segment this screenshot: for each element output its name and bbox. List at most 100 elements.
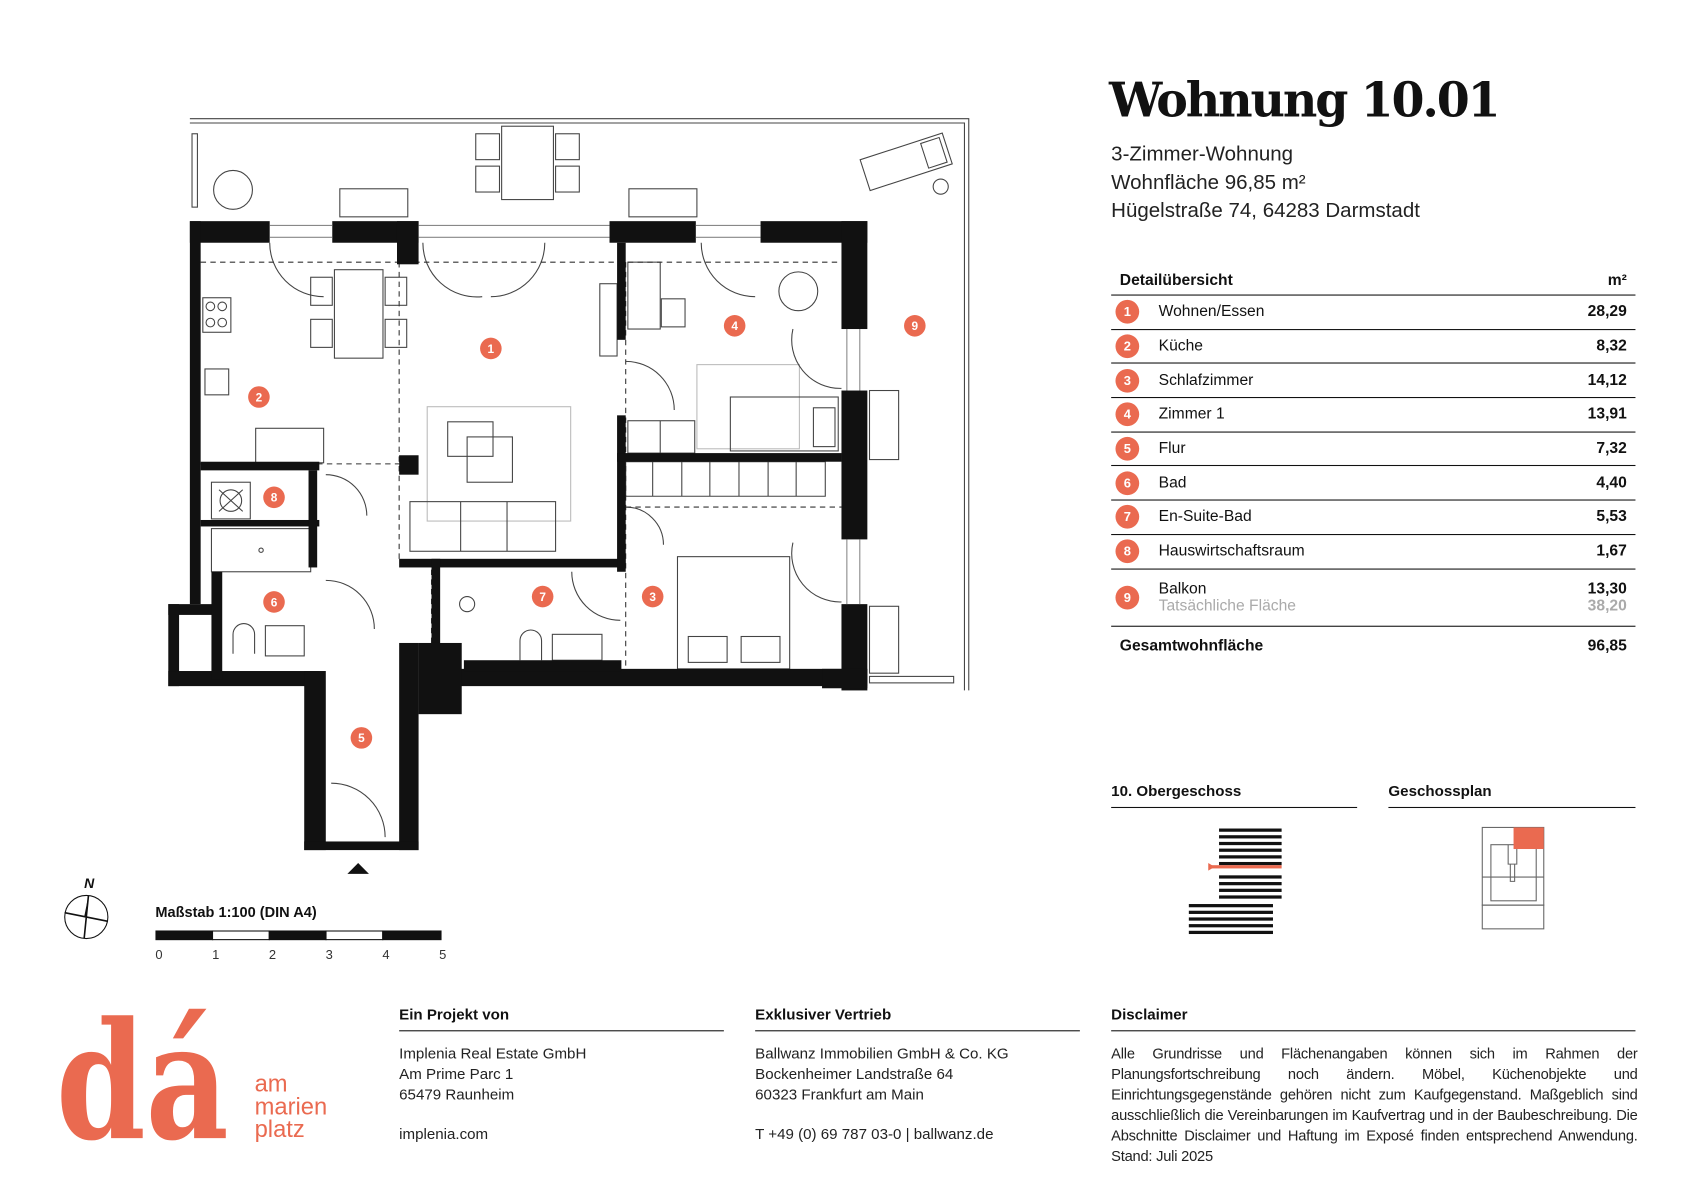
- room-area: 14,12: [1587, 371, 1627, 390]
- logo-word: marien: [254, 1092, 328, 1120]
- room-name: Schlafzimmer: [1158, 371, 1254, 390]
- logo-word: am: [254, 1070, 288, 1098]
- floor-line: [1188, 924, 1273, 928]
- room-marker-number: 1: [488, 342, 495, 356]
- unit-header: m²: [1607, 271, 1627, 290]
- room-number-badge: 9: [1115, 585, 1140, 609]
- floor-label: 10. Obergeschoss: [1111, 782, 1358, 809]
- room-number-badge: 6: [1115, 471, 1140, 495]
- floor-line: [1219, 875, 1282, 879]
- room-marker: [904, 315, 926, 337]
- table-row: 4 Zimmer 1 13,91: [1111, 398, 1636, 433]
- logo-word: platz: [254, 1115, 305, 1143]
- room-area: 8,32: [1596, 337, 1627, 355]
- sales-address: Ballwanz Immobilien GmbH & Co. KG Bockenh…: [755, 1043, 1008, 1104]
- room-marker-number: 9: [912, 319, 919, 333]
- developer-website-link[interactable]: implenia.com: [399, 1125, 489, 1143]
- room-number-badge: 8: [1115, 539, 1140, 564]
- scale-tick: 1: [212, 947, 220, 963]
- address-line: Implenia Real Estate GmbH: [399, 1044, 587, 1062]
- page-title: Wohnung 10.01: [1109, 73, 1501, 129]
- scale-label: Maßstab 1:100 (DIN A4): [155, 904, 317, 921]
- floor-line: [1219, 848, 1282, 852]
- building-key-plan: [1481, 826, 1545, 930]
- table-row: 6 Bad 4,40: [1111, 467, 1636, 501]
- room-number-badge: 7: [1115, 505, 1140, 530]
- room-marker: [641, 585, 664, 608]
- room-number-badge: 4: [1115, 402, 1140, 427]
- room-marker: [531, 585, 554, 608]
- actual-area-label: Tatsächliche Fläche: [1158, 597, 1297, 615]
- disclaimer-heading: Disclaimer: [1111, 1005, 1636, 1032]
- room-marker: [248, 386, 270, 408]
- floor-line: [1219, 895, 1282, 899]
- address-line: Bockenheimer Landstraße 64: [755, 1064, 954, 1083]
- disclaimer-text: Alle Grundrisse und Flächenangaben könne…: [1111, 1045, 1638, 1165]
- room-area: 13,91: [1587, 406, 1627, 424]
- floor-line: [1219, 888, 1282, 892]
- room-area: 1,67: [1596, 542, 1627, 561]
- floor-line: [1219, 828, 1282, 832]
- room-area: 7,32: [1596, 440, 1627, 458]
- room-marker-number: 3: [649, 590, 656, 604]
- room-marker-number: 8: [271, 491, 278, 505]
- room-name: En-Suite-Bad: [1158, 508, 1252, 526]
- room-marker-number: 6: [271, 595, 278, 609]
- living-area: Wohnfläche 96,85 m²: [1111, 171, 1306, 195]
- sales-heading: Exklusiver Vertrieb: [755, 1005, 1080, 1032]
- table-row: 8 Hauswirtschaftsraum 1,67: [1111, 535, 1636, 570]
- plan-label: Geschossplan: [1388, 782, 1636, 809]
- room-name: Bad: [1158, 474, 1187, 492]
- scale-tick: 0: [155, 947, 163, 963]
- scale-tick: 5: [439, 947, 447, 963]
- room-name: Flur: [1158, 440, 1186, 458]
- scale-tick: 2: [268, 947, 277, 963]
- floor-line: [1219, 882, 1282, 886]
- floor-stack-diagram: [1188, 828, 1282, 935]
- address-line: 65479 Raunheim: [399, 1085, 515, 1103]
- project-heading: Ein Projekt von: [399, 1005, 724, 1032]
- address: Hügelstraße 74, 64283 Darmstadt: [1111, 199, 1420, 223]
- floor-line: [1188, 917, 1273, 921]
- floor-line: [1219, 855, 1282, 859]
- room-number-badge: 1: [1115, 300, 1140, 325]
- sales-contact: T +49 (0) 69 787 03-0 | ballwanz.de: [755, 1125, 994, 1143]
- room-area: 4,40: [1596, 474, 1627, 492]
- compass-icon: [64, 894, 109, 940]
- logo-mark-lettering: dá: [56, 987, 229, 1149]
- floor-line: [1188, 910, 1273, 914]
- room-name: Zimmer 1: [1158, 406, 1225, 424]
- room-marker: [480, 337, 502, 360]
- actual-area-value: 38,20: [1587, 597, 1627, 615]
- current-floor-marker: [1210, 865, 1282, 869]
- room-marker-number: 4: [731, 319, 738, 333]
- room-name: Hauswirtschaftsraum: [1158, 542, 1305, 561]
- room-marker-number: 5: [358, 731, 365, 745]
- room-marker: [263, 486, 285, 509]
- room-name: Balkon: [1158, 579, 1207, 598]
- floor-line: [1219, 835, 1282, 839]
- address-line: Ballwanz Immobilien GmbH & Co. KG: [755, 1044, 1009, 1062]
- room-marker: [350, 727, 373, 749]
- apartment-type: 3-Zimmer-Wohnung: [1111, 143, 1294, 167]
- floor-line: [1188, 904, 1273, 908]
- room-area: 28,29: [1587, 303, 1627, 321]
- room-marker-number: 2: [256, 390, 263, 404]
- scale-bar: [155, 930, 442, 941]
- logo-mark: dá: [56, 987, 229, 1149]
- room-marker: [723, 315, 746, 337]
- floor-line: [1219, 841, 1282, 846]
- floor-line: [1188, 930, 1273, 935]
- room-number-badge: 2: [1115, 334, 1140, 359]
- apartment-highlight: [1513, 827, 1544, 850]
- scale-tick: 4: [382, 947, 390, 963]
